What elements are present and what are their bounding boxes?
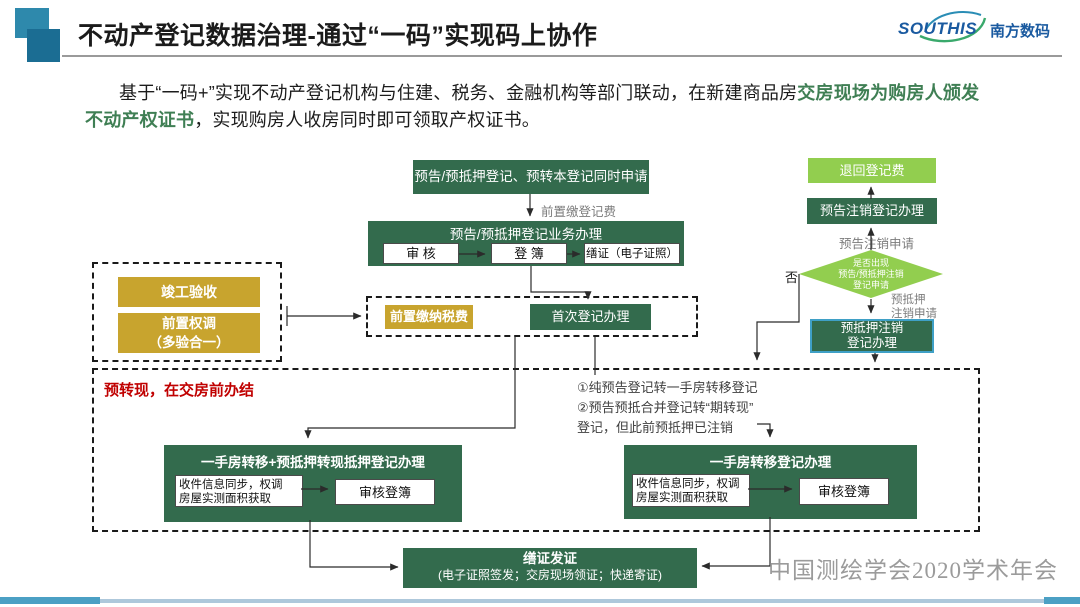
group-pre-to-actual: 预转现，在交房前办结 ①纯预告登记转一手房转移登记 ②预告预抵合并登记转“期转现… <box>92 368 980 532</box>
group-first-registration: 前置缴纳税费 首次登记办理 <box>366 296 698 337</box>
issue-subtitle: (电子证照签发；交房现场领证；快递寄证) <box>438 568 662 582</box>
mortgage-apply-line1: 预抵押 <box>891 294 926 306</box>
note-line1: ①纯预告登记转一手房转移登记 <box>577 380 758 395</box>
transfer-mortgage-input: 收件信息同步，权调 房屋实测面积获取 <box>175 475 303 507</box>
mortgage-box-line2: 登记办理 <box>846 336 897 350</box>
flow-node-issue-certificate: 缮证发证 (电子证照签发；交房现场领证；快递寄证) <box>403 548 697 588</box>
decision-line3: 登记申请 <box>852 279 889 290</box>
intro-line-2: 不动产权证书，实现购房人收房同时即可领取产权证书。 <box>85 106 1035 132</box>
input-line2: 房屋实测面积获取 <box>636 492 728 504</box>
flow-node-transfer: 一手房转移登记办理 收件信息同步，权调 房屋实测面积获取 审核登簿 <box>624 445 917 519</box>
mortgage-apply-line2: 注销申请 <box>891 308 937 320</box>
brand-name: SOUTHIS <box>898 19 978 38</box>
note-line2: ②预告预抵合并登记转“期转现” <box>577 400 754 415</box>
group-acceptance: 竣工验收 前置权调 （多验合一） <box>92 262 282 362</box>
notes-block: ①纯预告登记转一手房转移登记 ②预告预抵合并登记转“期转现” 登记，但此前预抵押… <box>577 378 758 438</box>
input-line2: 房屋实测面积获取 <box>179 493 271 505</box>
flow-node-pre-survey: 前置权调 （多验合一） <box>118 313 260 353</box>
header-divider <box>62 55 1062 57</box>
edge-label-prepay-fee: 前置缴登记费 <box>541 205 617 219</box>
decision-line2: 预告/预抵押注销 <box>838 268 904 279</box>
intro-text-green: 交房现场为购房人颁发 <box>797 83 980 103</box>
flow-node-pre-tax: 前置缴纳税费 <box>385 305 473 329</box>
transfer-input: 收件信息同步，权调 房屋实测面积获取 <box>632 474 750 507</box>
footer-bar <box>96 599 1048 603</box>
mortgage-box-line1: 预抵押注销 <box>840 321 904 335</box>
transfer-mortgage-title: 一手房转移+预抵押转现抵押登记办理 <box>201 455 425 470</box>
flow-node-apply: 预告/预抵押登记、预转本登记同时申请 <box>413 160 649 194</box>
page-title: 不动产登记数据治理-通过“一码”实现码上协作 <box>78 22 598 50</box>
note-line3: 登记，但此前预抵押已注销 <box>577 420 734 435</box>
process-step-record: 登 簿 <box>491 243 567 264</box>
flow-node-cancel-handle: 预告注销登记办理 <box>807 198 937 224</box>
footer-bar-left <box>0 597 100 604</box>
process-step-review: 审 核 <box>383 243 459 264</box>
input-line1: 收件信息同步，权调 <box>636 478 740 490</box>
pre-survey-line2: （多验合一） <box>148 335 230 350</box>
edge-label-mortgage-cancel-apply: 预抵押 注销申请 <box>891 293 937 321</box>
company-logo: SOUTHIS 南方数码 <box>888 10 1058 50</box>
flow-node-mortgage-cancel: 预抵押注销 登记办理 <box>810 319 934 353</box>
transfer-title: 一手房转移登记办理 <box>709 455 832 470</box>
brand-name-cn: 南方数码 <box>990 23 1051 40</box>
decision-line1: 是否出现 <box>852 257 889 268</box>
watermark-text: 中国测绘学会2020学术年会 <box>768 558 1058 583</box>
group-label-deadline: 预转现，在交房前办结 <box>104 382 255 399</box>
pre-survey-line1: 前置权调 <box>162 316 216 331</box>
flow-node-transfer-with-mortgage: 一手房转移+预抵押转现抵押登记办理 收件信息同步，权调 房屋实测面积获取 审核登… <box>164 445 462 522</box>
intro-text-black: 基于“一码+”实现不动产登记机构与住建、税务、金融机构等部门联动，在新建商品房 <box>119 83 798 103</box>
process-step-certificate: 缮证（电子证照） <box>584 243 680 264</box>
intro-line-1: 基于“一码+”实现不动产登记机构与住建、税务、金融机构等部门联动，在新建商品房交… <box>85 79 1035 105</box>
flow-node-refund-fee: 退回登记费 <box>808 158 936 183</box>
footer-bar-right <box>1044 597 1080 604</box>
flow-decision-cancel: 是否出现 预告/预抵押注销 登记申请 <box>799 250 943 298</box>
edge-label-no: 否 <box>785 270 799 285</box>
logo-square-bottom-icon <box>27 29 60 62</box>
issue-title: 缮证发证 <box>523 551 577 566</box>
logo-swoosh-icon <box>919 11 987 43</box>
intro-text-black-2: ，实现购房人收房同时即可领取产权证书。 <box>194 110 541 130</box>
input-line1: 收件信息同步，权调 <box>179 479 283 491</box>
process-title: 预告/预抵押登记业务办理 <box>449 227 603 242</box>
flow-node-completion-acceptance: 竣工验收 <box>118 277 260 307</box>
edge-label-cancel-apply: 预告注销申请 <box>839 237 915 251</box>
flow-node-process: 预告/预抵押登记业务办理 审 核 登 簿 缮证（电子证照） <box>368 221 684 266</box>
flow-node-first-registration: 首次登记办理 <box>530 304 651 330</box>
transfer-step: 审核登簿 <box>799 478 889 505</box>
transfer-mortgage-step: 审核登簿 <box>335 479 435 505</box>
intro-text-green-2: 不动产权证书 <box>85 110 195 130</box>
